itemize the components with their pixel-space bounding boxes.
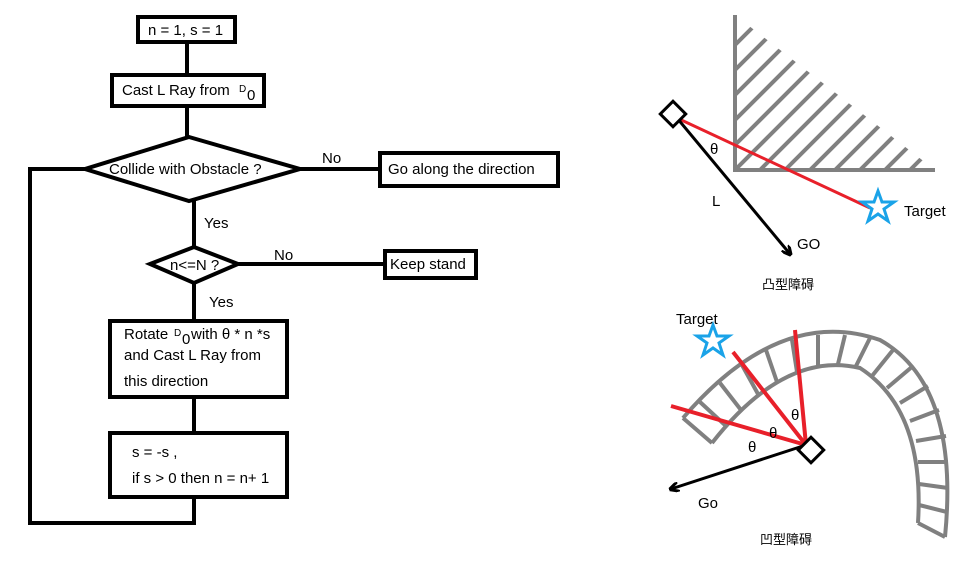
concave-ray-right [793, 329, 808, 446]
concave-theta-label-1: θ [791, 407, 799, 424]
no-label-collide: No [322, 150, 341, 167]
n-check-text: n<=N ? [170, 257, 219, 274]
flowchart [28, 15, 560, 525]
rotate-d-symbol: D [174, 328, 181, 339]
concave-obstacle-arc [681, 329, 950, 539]
convex-go-label: GO [797, 236, 820, 253]
cast-ray-text: Cast L Ray from [122, 82, 230, 99]
convex-target-label: Target [904, 203, 947, 220]
keep-stand-box [383, 249, 478, 280]
update-box [108, 431, 289, 499]
concave-target-label: Target [676, 311, 719, 328]
go-along-text: Go along the direction [388, 161, 535, 178]
concave-ray-left [670, 404, 807, 447]
convex-theta-label: θ [710, 141, 718, 158]
init-box [136, 15, 237, 44]
update-text-line2: if s > 0 then n = n+ 1 [132, 470, 269, 487]
n-check-decision [144, 244, 244, 286]
convex-agent-icon [658, 99, 688, 129]
rotate-d-subscript: 0 [182, 331, 190, 348]
init-text: n = 1, s = 1 [148, 22, 223, 39]
collide-text: Collide with Obstacle ? [109, 161, 262, 178]
convex-target-ray [676, 116, 871, 210]
cast-d-subscript: 0 [247, 87, 255, 104]
collide-decision [78, 134, 308, 204]
convex-length-label: L [712, 193, 720, 210]
concave-go-arrow [671, 443, 807, 489]
convex-go-arrow [675, 117, 790, 254]
convex-caption: 凸型障碍 [762, 278, 814, 293]
concave-ray-target [731, 350, 808, 447]
yes-label-check: Yes [209, 294, 233, 311]
concave-theta-label-2: θ [769, 425, 777, 442]
convex-target-star-icon [857, 186, 899, 225]
yes-label-collide: Yes [204, 215, 228, 232]
rotate-text-prefix: Rotate [124, 326, 168, 343]
cast-d-symbol: D [239, 84, 246, 95]
convex-obstacle-hatch [735, 15, 935, 170]
concave-theta-label-3: θ [748, 439, 756, 456]
concave-agent-icon [796, 435, 826, 465]
rotate-box [108, 319, 289, 399]
convex-obstacle-edge [733, 15, 935, 172]
go-along-box [378, 151, 560, 188]
rotate-text-line2: and Cast L Ray from [124, 347, 261, 364]
concave-go-label: Go [698, 495, 718, 512]
no-label-check: No [274, 247, 293, 264]
rotate-text-suffix: with θ * n *s [190, 326, 270, 343]
concave-caption: 凹型障碍 [760, 533, 812, 548]
rotate-text-line3: this direction [124, 373, 208, 390]
loop-back-connector [28, 167, 196, 525]
keep-stand-text: Keep stand [390, 256, 466, 273]
concave-obstacle-diagram [670, 320, 950, 539]
concave-target-star-icon [692, 320, 734, 359]
update-text-line1: s = -s , [132, 444, 177, 461]
cast-ray-box [110, 73, 266, 108]
